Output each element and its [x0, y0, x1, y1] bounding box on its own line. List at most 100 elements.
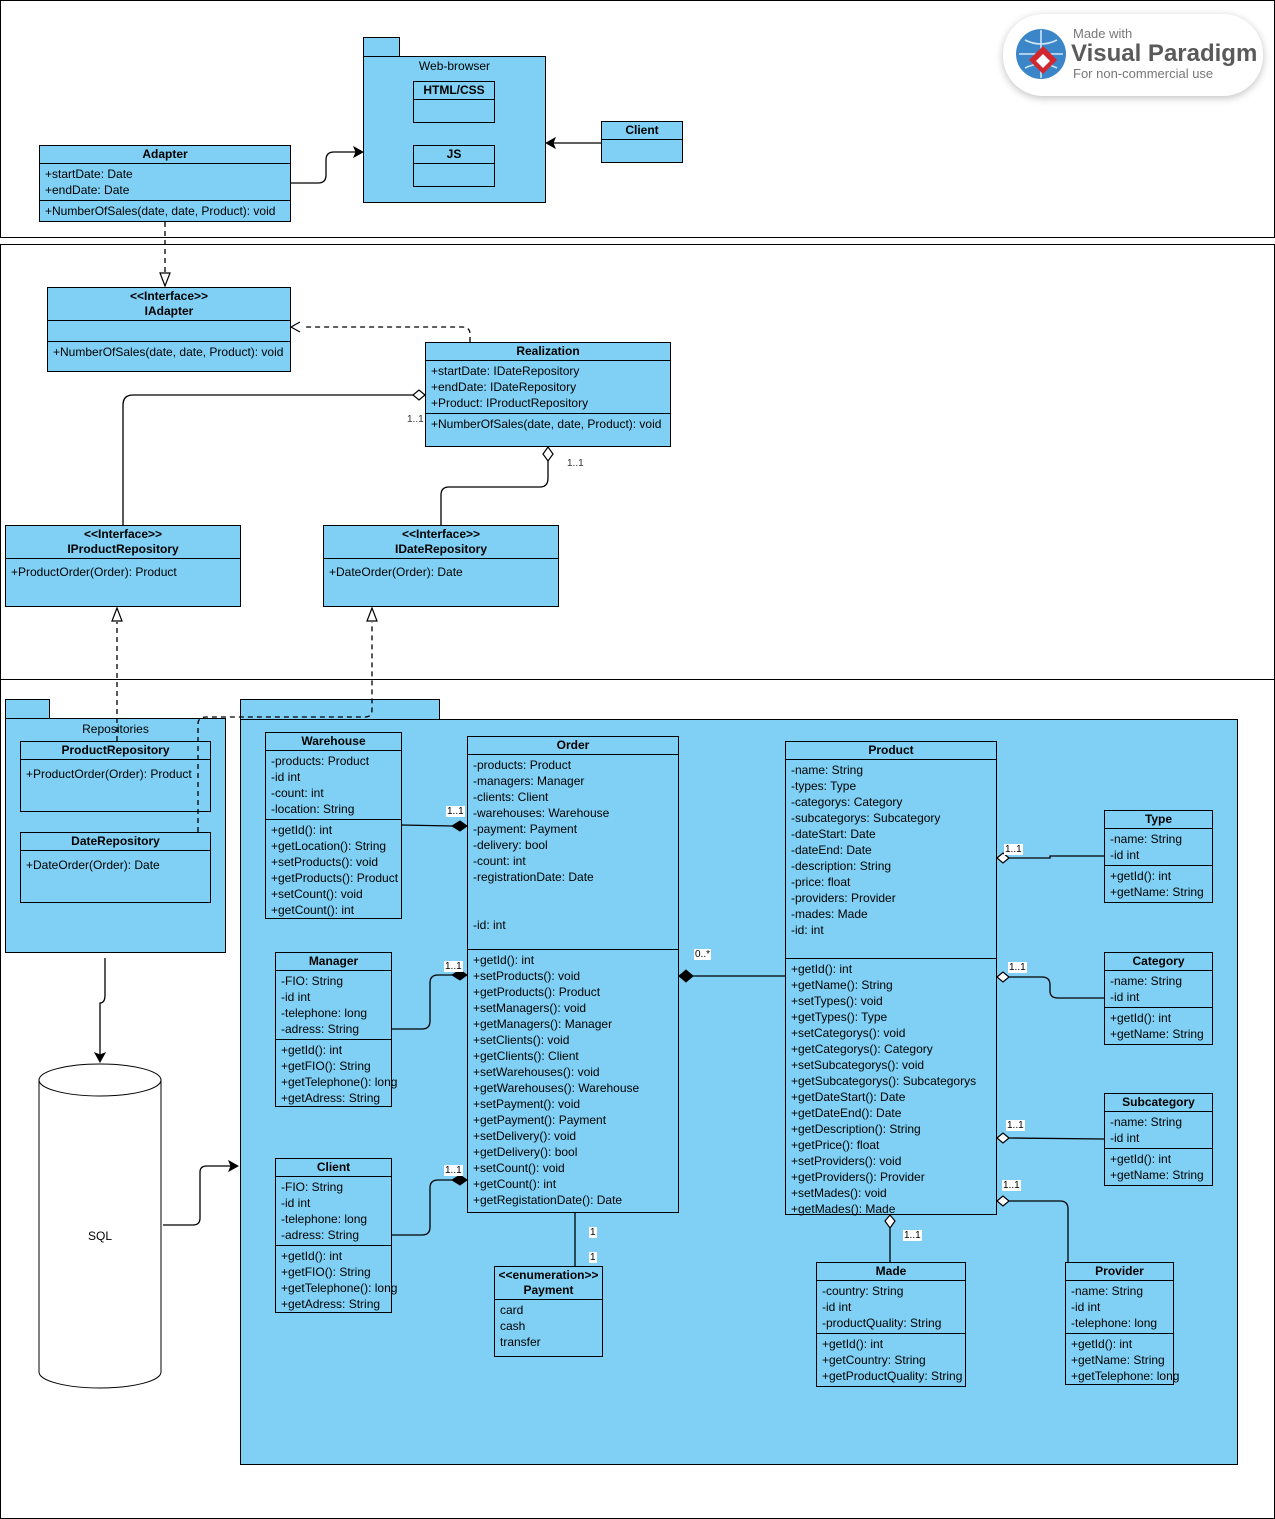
diamond-order-client: [451, 1174, 468, 1186]
order-operations: +getId(): int +setProducts(): void +getP…: [468, 950, 678, 1210]
type-product-aggregation: [1009, 855, 1104, 859]
client-actor-box[interactable]: Client: [601, 121, 683, 163]
operation: +setMades(): void: [791, 1186, 887, 1200]
js-box[interactable]: JS: [413, 145, 495, 187]
multiplicity-label: 1..1: [1006, 1120, 1025, 1131]
diamond-order-warehouse: [451, 820, 468, 832]
diamond-product-made: [884, 1214, 896, 1230]
html-css-box[interactable]: HTML/CSS: [413, 81, 495, 123]
idaterepository-name: IDateRepository: [394, 542, 488, 556]
client-actor-title: Client: [602, 122, 682, 140]
operation: +getId(): int: [281, 1249, 343, 1263]
operation: +getMades(): Made: [791, 1202, 896, 1216]
attribute: -id int: [1110, 990, 1140, 1004]
operation: +getCount(): int: [473, 1177, 557, 1191]
operation: +setWarehouses(): void: [473, 1065, 600, 1079]
interface-iadapter[interactable]: <<Interface>> IAdapter +NumberOfSales(da…: [47, 287, 291, 372]
operation: +setProviders(): void: [791, 1154, 902, 1168]
provider-operations: +getId(): int +getName: String +getTelep…: [1066, 1334, 1179, 1386]
manager-order-composition: [392, 974, 452, 1030]
class-product[interactable]: Product -name: String -types: Type -cate…: [785, 741, 997, 1216]
triangle-iproductrepository: [111, 606, 123, 622]
operation: +getProducts(): Product: [271, 871, 399, 885]
attribute: -FIO: String: [281, 1180, 344, 1194]
daterepository-idaterepository-realization: [197, 622, 373, 832]
class-warehouse[interactable]: Warehouse -products: Product -id int -co…: [265, 732, 402, 919]
class-adapter[interactable]: Adapter +startDate: Date +endDate: Date …: [39, 145, 291, 222]
category-title: Category: [1105, 953, 1212, 971]
sql-database-icon[interactable]: [37, 1062, 163, 1390]
iadapter-attributes: [48, 321, 290, 342]
operation: +getProductQuality: String: [822, 1369, 963, 1383]
idaterepository-operations: +DateOrder(Order): Date: [324, 559, 558, 582]
subcategory-product-aggregation: [1008, 1137, 1105, 1140]
warehouse-attributes: -products: Product -id int -count: int -…: [266, 751, 401, 820]
class-subcategory[interactable]: Subcategory -name: String -id int +getId…: [1104, 1093, 1213, 1186]
visual-paradigm-watermark: Made with Visual Paradigm For non-commer…: [1003, 14, 1263, 96]
operation: +getName: String: [1110, 885, 1204, 899]
product-operations: +getId(): int +getName(): String +setTyp…: [786, 959, 996, 1219]
attribute: -adress: String: [281, 1228, 360, 1242]
interface-idaterepository[interactable]: <<Interface>> IDateRepository +DateOrder…: [323, 525, 559, 607]
interface-iproductrepository[interactable]: <<Interface>> IProductRepository +Produc…: [5, 525, 241, 607]
repositories-to-sql-link: [99, 958, 106, 1058]
enum-payment[interactable]: <<enumeration>> Payment card cash transf…: [494, 1266, 603, 1357]
operation: +getId(): int: [791, 962, 853, 976]
operation: +setProducts(): void: [271, 855, 379, 869]
class-made[interactable]: Made -country: String -id int -productQu…: [816, 1262, 966, 1387]
class-daterepository[interactable]: DateRepository +DateOrder(Order): Date: [20, 832, 211, 903]
html-css-title: HTML/CSS: [414, 82, 494, 100]
warehouse-operations: +getId(): int +getLocation(): String +se…: [266, 820, 401, 920]
realization-title: Realization: [426, 343, 670, 361]
operation: +getWarehouses(): Warehouse: [473, 1081, 640, 1095]
class-realization[interactable]: Realization +startDate: IDateRepository …: [425, 342, 671, 447]
adapter-operations: +NumberOfSales(date, date, Product): voi…: [40, 201, 290, 221]
class-type[interactable]: Type -name: String -id int +getId(): int…: [1104, 810, 1213, 903]
sql-label: SQL: [87, 1229, 112, 1243]
provider-attributes: -name: String -id int -telephone: long: [1066, 1281, 1173, 1334]
category-product-aggregation: [1009, 976, 1104, 999]
class-productrepository[interactable]: ProductRepository +ProductOrder(Order): …: [20, 741, 211, 812]
operation: +setCount(): void: [271, 887, 363, 901]
enum-value: card: [500, 1303, 524, 1317]
watermark-made-with: Made with: [1073, 26, 1133, 41]
attribute: -id int: [281, 990, 311, 1004]
attribute: +startDate: Date: [45, 167, 133, 181]
operation: +getProducts(): Product: [473, 985, 601, 999]
diamond-realization-date: [542, 445, 554, 463]
class-category[interactable]: Category -name: String -id int +getId():…: [1104, 952, 1213, 1045]
arrowhead-browser-from-client: [544, 136, 556, 150]
operation: +getDateEnd(): Date: [791, 1106, 902, 1120]
order-title: Order: [468, 737, 678, 755]
class-order[interactable]: Order -products: Product -managers: Mana…: [467, 736, 679, 1213]
attribute: -name: String: [1110, 974, 1183, 988]
class-client[interactable]: Client -FIO: String -id int -telephone: …: [275, 1158, 397, 1313]
daterepository-title: DateRepository: [21, 833, 210, 851]
attribute: -telephone: long: [281, 1212, 368, 1226]
stereotype: <<enumeration>>: [498, 1268, 599, 1282]
triangle-idaterepository: [366, 606, 378, 622]
warehouse-title: Warehouse: [266, 733, 401, 751]
watermark-brand: Visual Paradigm: [1071, 40, 1258, 67]
arrowhead-sql: [93, 1052, 107, 1064]
class-manager[interactable]: Manager -FIO: String -id int -telephone:…: [275, 952, 397, 1107]
operation: +getName(): String: [791, 978, 893, 992]
diamond-product-type: [996, 852, 1010, 864]
operation: +getPrice(): float: [791, 1138, 880, 1152]
attribute: -id int: [271, 770, 301, 784]
attribute: -providers: Provider: [791, 891, 896, 905]
operation: +setPayment(): void: [473, 1097, 581, 1111]
realization-iadapter-realization: [302, 326, 471, 342]
multiplicity-label: 1: [589, 1227, 597, 1238]
class-provider[interactable]: Provider -name: String -id int -telephon…: [1065, 1262, 1179, 1386]
attribute: -FIO: String: [281, 974, 344, 988]
multiplicity-label: 1..1: [903, 1230, 922, 1241]
attribute: -name: String: [1071, 1284, 1144, 1298]
iadapter-name: IAdapter: [144, 304, 194, 318]
multiplicity-label: 1..1: [444, 1165, 463, 1176]
operation: +getId(): int: [822, 1337, 884, 1351]
iproductrepository-name: IProductRepository: [67, 542, 179, 556]
attribute: -clients: Client: [473, 790, 549, 804]
enum-value: transfer: [500, 1335, 541, 1349]
web-browser-title: Web-browser: [418, 59, 491, 73]
